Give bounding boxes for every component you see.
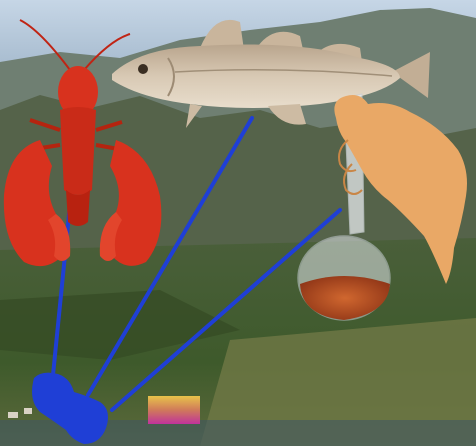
fish-eye (138, 64, 148, 74)
lobster-tail (66, 190, 90, 226)
color-swatch (148, 396, 200, 424)
lobster-body (60, 107, 96, 195)
